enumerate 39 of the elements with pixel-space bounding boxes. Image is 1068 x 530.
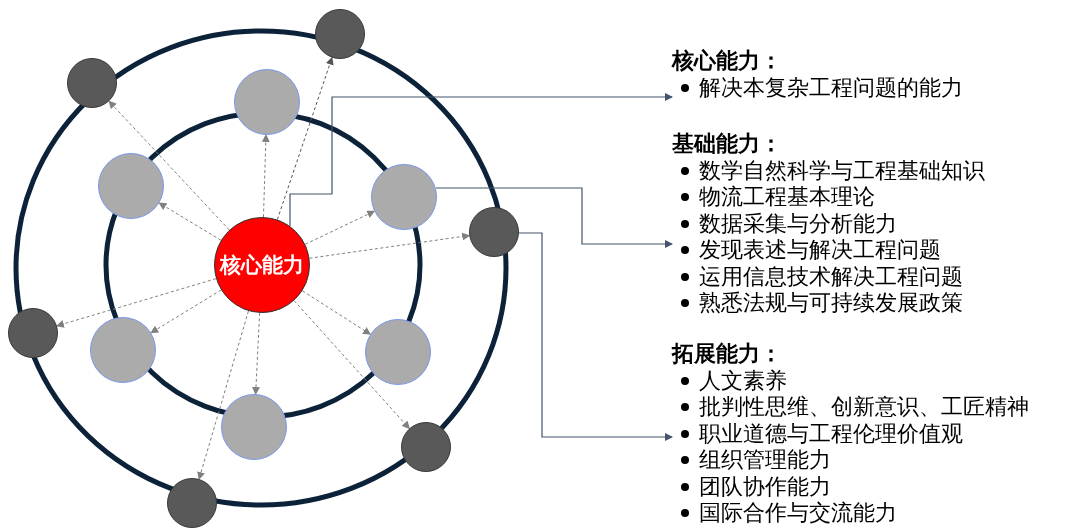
list-item: 发现表述与解决工程问题	[699, 237, 941, 264]
arrow	[309, 232, 471, 259]
inner-circle	[98, 153, 164, 219]
list-item: 数据采集与分析能力	[699, 210, 897, 237]
arrow	[197, 310, 249, 480]
arrow	[150, 289, 222, 334]
arrow	[301, 290, 372, 335]
arrow	[276, 56, 334, 220]
arrow	[108, 100, 230, 231]
section-heading: 核心能力：	[672, 48, 782, 75]
outer-circle	[67, 58, 117, 108]
list-item: 批判性思维、创新意识、工匠精神	[699, 394, 1029, 421]
outer-circle	[8, 308, 58, 358]
list-item: 职业道德与工程伦理价值观	[699, 420, 963, 447]
section-heading: 拓展能力：	[672, 341, 782, 368]
list-item: 组织管理能力	[699, 447, 831, 474]
outer-circle	[167, 478, 217, 528]
arrow	[56, 278, 217, 328]
section-heading: 基础能力：	[672, 131, 782, 158]
arrow	[261, 134, 270, 218]
outer-circle	[401, 422, 451, 472]
circle-label: 核心能力	[220, 252, 304, 279]
outer-circle	[315, 9, 365, 59]
list-item: 人文素养	[699, 367, 787, 394]
outer-circle	[469, 207, 519, 257]
arrow	[518, 232, 673, 441]
list-item: 国际合作与交流能力	[699, 500, 897, 527]
arrow	[304, 210, 376, 245]
arrow	[252, 312, 261, 396]
list-item: 熟悉法规与可持续发展政策	[699, 290, 963, 317]
list-item: 团队协作能力	[699, 473, 831, 500]
arrow	[435, 187, 673, 248]
arrow	[158, 202, 222, 241]
list-item: 解决本复杂工程问题的能力	[699, 74, 963, 101]
list-item: 数学自然科学与工程基础知识	[699, 157, 985, 184]
list-item: 运用信息技术解决工程问题	[699, 263, 963, 290]
arrow	[289, 93, 673, 227]
arrow	[293, 300, 410, 430]
list-item: 物流工程基本理论	[699, 184, 875, 211]
